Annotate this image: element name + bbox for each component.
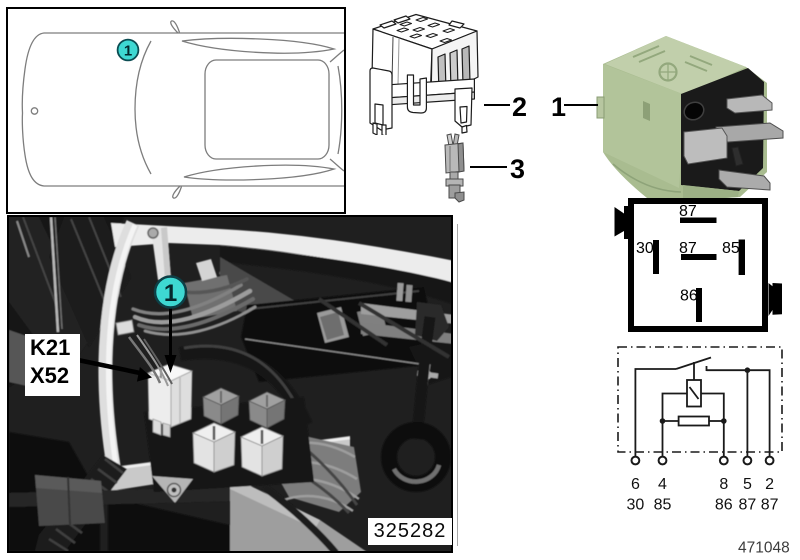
svg-text:87: 87	[761, 497, 779, 514]
svg-text:30: 30	[627, 497, 645, 514]
svg-text:5: 5	[743, 476, 752, 493]
svg-text:85: 85	[654, 497, 672, 514]
svg-text:471048: 471048	[738, 540, 790, 557]
svg-text:1: 1	[164, 280, 177, 307]
svg-text:1: 1	[124, 43, 132, 60]
svg-text:6: 6	[631, 476, 640, 493]
svg-text:30: 30	[636, 240, 654, 257]
svg-text:4: 4	[658, 476, 667, 493]
svg-text:8: 8	[719, 476, 728, 493]
svg-text:2: 2	[765, 476, 774, 493]
svg-text:85: 85	[722, 240, 740, 257]
svg-text:86: 86	[715, 497, 733, 514]
svg-text:86: 86	[680, 288, 698, 305]
svg-text:87: 87	[739, 497, 757, 514]
svg-text:87: 87	[679, 203, 697, 220]
svg-text:87: 87	[679, 240, 697, 257]
